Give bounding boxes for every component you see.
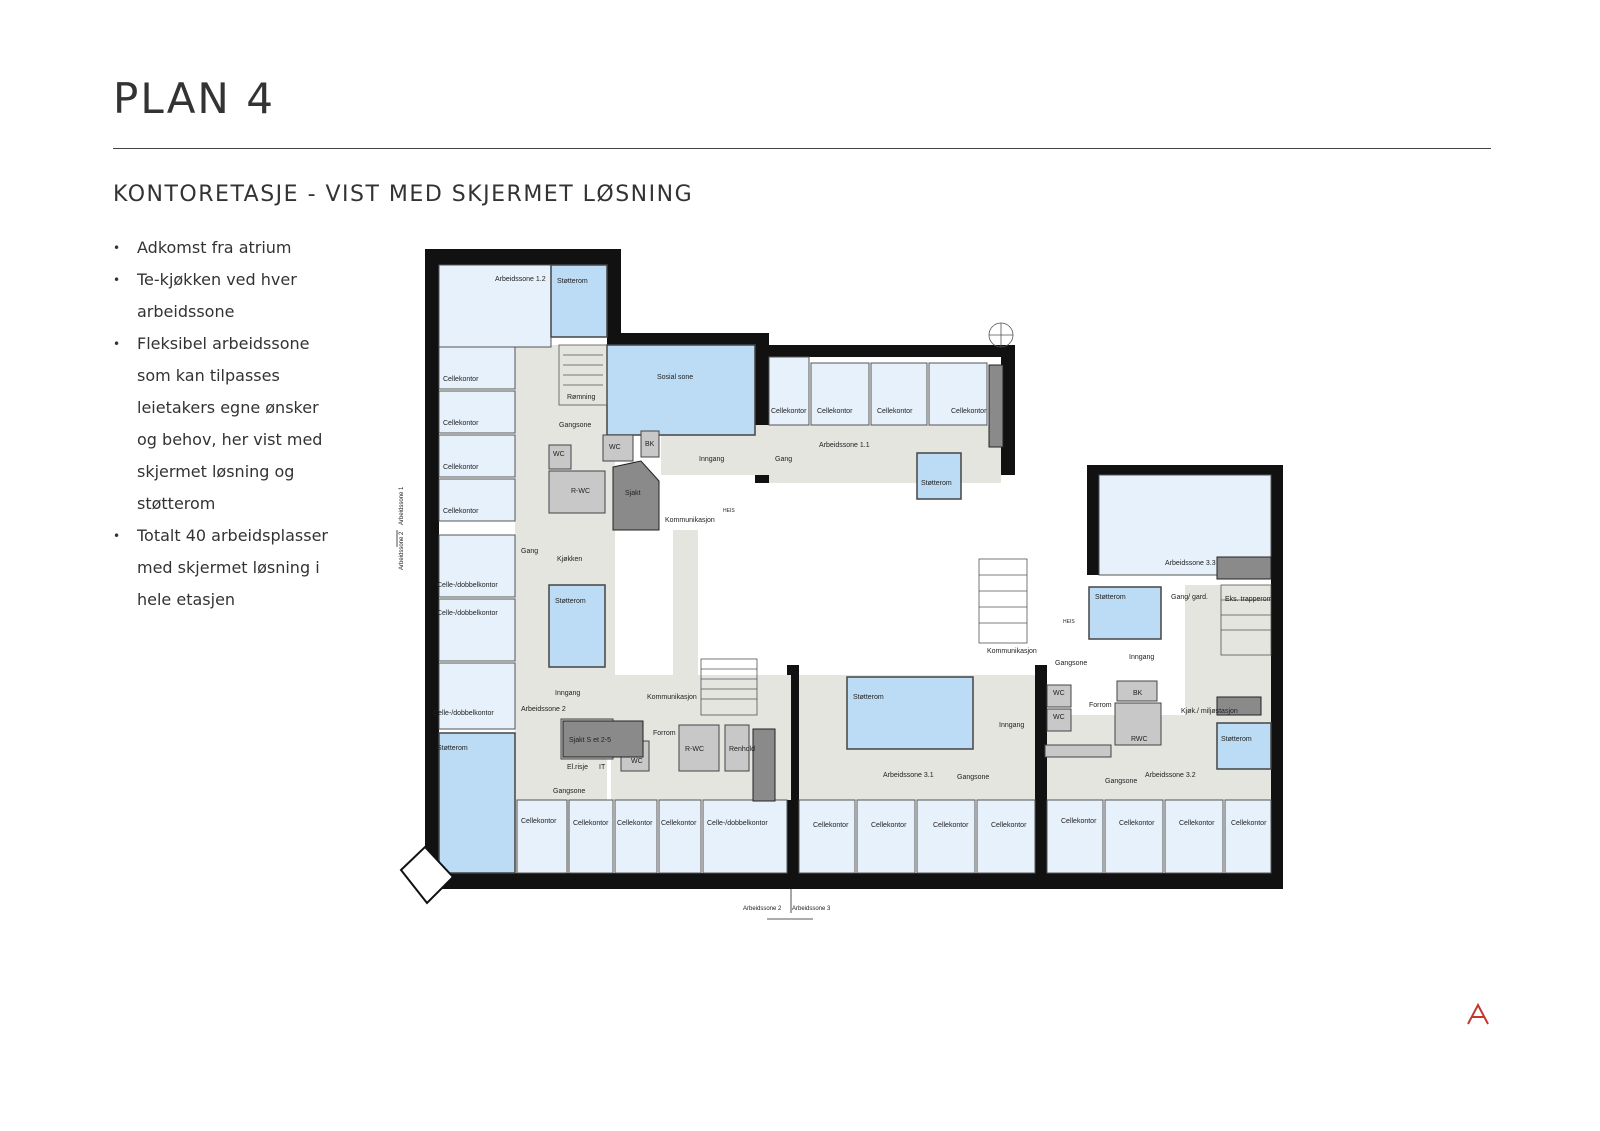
room-label: WC: [1053, 714, 1065, 721]
room-label: Cellekontor: [661, 820, 697, 827]
room-label: Celle-/dobbelkontor: [437, 610, 498, 617]
room-label: Cellekontor: [1179, 820, 1215, 827]
room-label: HEIS: [723, 508, 735, 514]
room-label: HEIS: [1063, 619, 1075, 625]
room-label: Inngang: [999, 722, 1024, 729]
room-labels: Arbeidssone 1.2 Støtterom Sosial sone Rø…: [433, 276, 1273, 829]
room-label: Støtterom: [921, 480, 952, 487]
room-label: R-WC: [685, 746, 704, 753]
room-label: Kommunikasjon: [665, 517, 715, 524]
room-label: Kjøkken: [557, 556, 582, 563]
room-label: Renhold: [729, 746, 755, 753]
room-label: Støtterom: [555, 598, 586, 605]
room-label: Gangsone: [957, 774, 989, 781]
room-label: WC: [1053, 690, 1065, 697]
room-label: Cellekontor: [443, 376, 479, 383]
room-label: Gang: [775, 456, 792, 463]
room-label: RWC: [1131, 736, 1148, 743]
room-label: Celle-/dobbelkontor: [433, 710, 494, 717]
room-label: IT: [599, 764, 606, 771]
room-label: Gang/ gard.: [1171, 594, 1208, 601]
stairs: [558, 322, 1272, 716]
room-label: Cellekontor: [443, 420, 479, 427]
room-label: Cellekontor: [771, 408, 807, 415]
page-title: PLAN 4: [113, 74, 275, 123]
zone-marker: Arbeidssone 1: [399, 486, 405, 525]
room-label: Kommunikasjon: [987, 648, 1037, 655]
room-label: Sjakt: [625, 490, 641, 497]
room-label: Cellekontor: [951, 408, 987, 415]
room-label: Støtterom: [557, 278, 588, 285]
room-label: Støtterom: [1221, 736, 1252, 743]
room-label: Cellekontor: [1061, 818, 1097, 825]
feature-item: Fleksibel arbeidssone som kan tilpasses …: [113, 328, 333, 520]
room-label: Cellekontor: [817, 408, 853, 415]
room-label: Kjøk./ miljøstasjon: [1181, 708, 1238, 715]
zone-marker: Arbeidssone 3: [792, 906, 831, 912]
zone-marker: Arbeidssone 2: [399, 531, 405, 570]
room-label: Gangsone: [553, 788, 585, 795]
room-label: Forrom: [653, 730, 676, 737]
room-label: Sosial sone: [657, 374, 693, 381]
room-label: Inngang: [555, 690, 580, 697]
room-label: Inngang: [699, 456, 724, 463]
room-label: Gang: [521, 548, 538, 555]
room-label: Cellekontor: [1119, 820, 1155, 827]
room-label: Cellekontor: [991, 822, 1027, 829]
title-divider: [113, 148, 1491, 149]
feature-item: Te-kjøkken ved hver arbeidssone: [113, 264, 333, 328]
zone-label-3-1: Arbeidssone 3.1: [883, 772, 934, 779]
room-label: Gangsone: [559, 422, 591, 429]
room-label: Cellekontor: [443, 508, 479, 515]
room-label: El.risje: [567, 764, 588, 771]
room-label: Cellekontor: [877, 408, 913, 415]
room-label: Inngang: [1129, 654, 1154, 661]
feature-list: Adkomst fra atrium Te-kjøkken ved hver a…: [113, 232, 333, 616]
room-label: Kommunikasjon: [647, 694, 697, 701]
company-logo: [1467, 1003, 1489, 1025]
room-label: Cellekontor: [813, 822, 849, 829]
shafts: [562, 364, 1272, 802]
entrance-bay: [399, 845, 455, 905]
office-rooms: [438, 264, 1272, 874]
floor-plan: Arbeidssone 1.2 Støtterom Sosial sone Rø…: [396, 249, 1283, 920]
room-label: BK: [645, 441, 655, 448]
room-label: Cellekontor: [617, 820, 653, 827]
feature-item: Totalt 40 arbeidsplasser med skjermet lø…: [113, 520, 333, 616]
zone-label-3-2: Arbeidssone 3.2: [1145, 772, 1196, 779]
room-label: BK: [1133, 690, 1143, 697]
room-label: Celle-/dobbelkontor: [707, 820, 768, 827]
room-label: Cellekontor: [443, 464, 479, 471]
zone-label-2: Arbeidssone 2: [521, 706, 566, 713]
room-label: WC: [553, 451, 565, 458]
zone-marker: Arbeidssone 2: [743, 906, 782, 912]
room-label: Eks. trapperom: [1225, 596, 1273, 603]
zone-label-1-2: Arbeidssone 1.2: [495, 276, 546, 283]
room-label: Cellekontor: [521, 818, 557, 825]
room-label: WC: [631, 758, 643, 765]
room-label: Sjakt S et 2-5: [569, 737, 611, 744]
zone-markers: Arbeidssone 1 Arbeidssone 2 Arbeidssone …: [396, 486, 831, 920]
room-label: Cellekontor: [871, 822, 907, 829]
room-label: R-WC: [571, 488, 590, 495]
room-label: Rømning: [567, 394, 596, 401]
room-label: Cellekontor: [933, 822, 969, 829]
zone-label-1-1: Arbeidssone 1.1: [819, 442, 870, 449]
page-subtitle: KONTORETASJE - VIST MED SKJERMET LØSNING: [113, 182, 694, 207]
room-label: WC: [609, 444, 621, 451]
room-label: Cellekontor: [1231, 820, 1267, 827]
room-label: Støtterom: [437, 745, 468, 752]
room-label: Støtterom: [1095, 594, 1126, 601]
feature-item: Adkomst fra atrium: [113, 232, 333, 264]
room-label: Gangsone: [1105, 778, 1137, 785]
support-rooms: [438, 264, 1272, 874]
room-label: Støtterom: [853, 694, 884, 701]
room-label: Gangsone: [1055, 660, 1087, 667]
zone-label-3-3: Arbeidssone 3.3: [1165, 560, 1216, 567]
room-label: Forrom: [1089, 702, 1112, 709]
room-label: Cellekontor: [573, 820, 609, 827]
room-label: Celle-/dobbelkontor: [437, 582, 498, 589]
